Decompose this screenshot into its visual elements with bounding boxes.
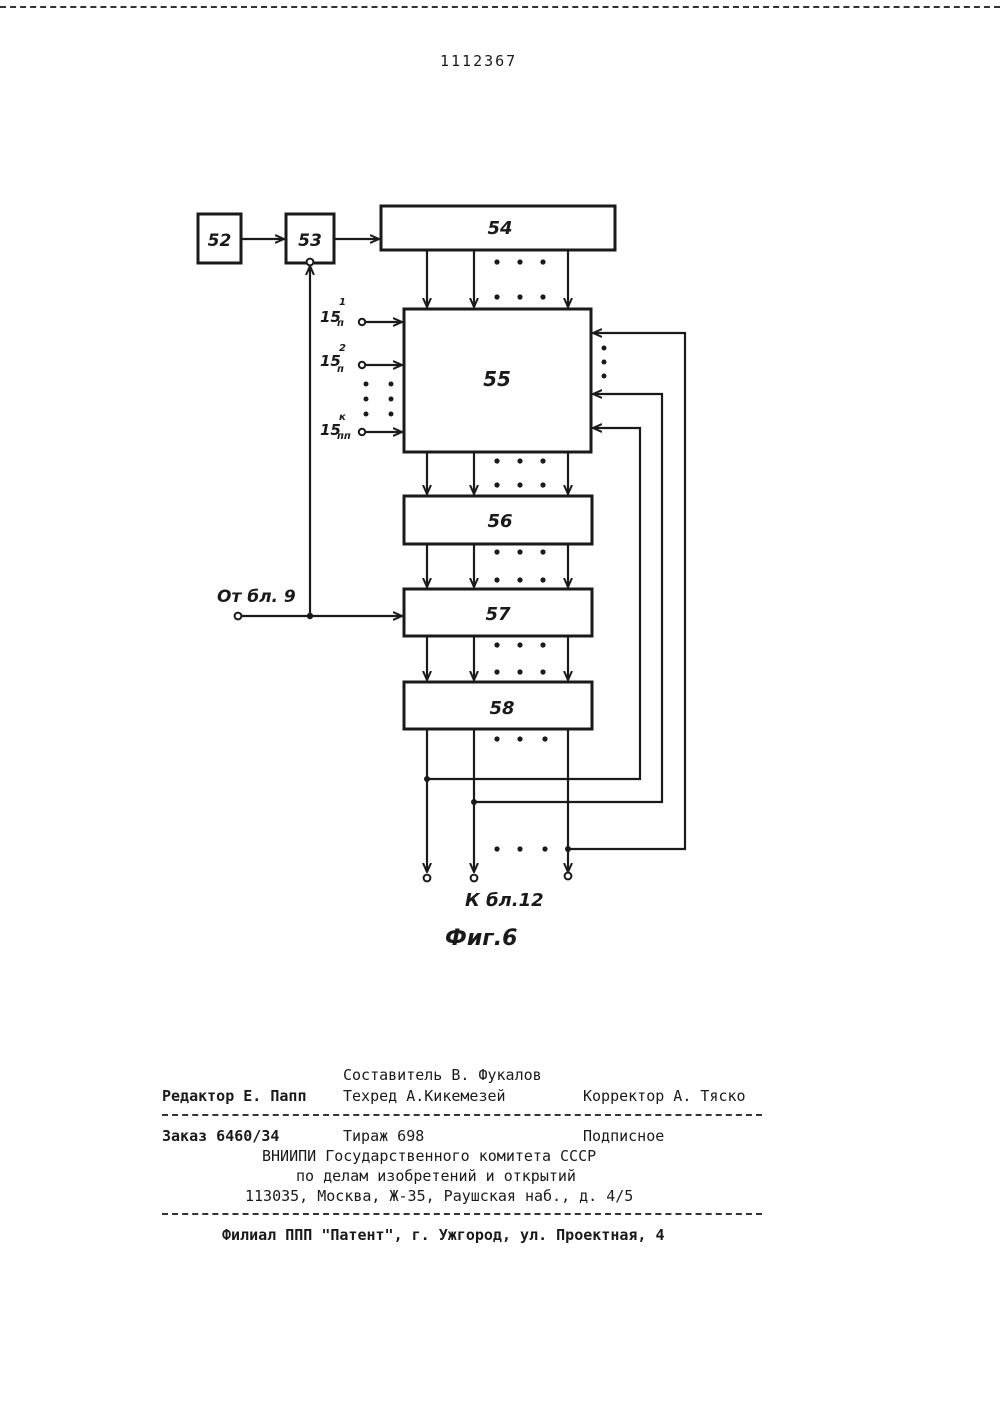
block-56: 56 [404, 496, 592, 544]
footer-rule-1 [162, 1114, 762, 1116]
input-15-2: 15 2 п [320, 343, 402, 375]
editor-line: Редактор Е. Папп [162, 1087, 307, 1105]
order-line: Заказ 6460/34 [162, 1127, 279, 1145]
to-block-12-label: К бл.12 [465, 890, 544, 911]
block-52-label: 52 [208, 231, 232, 251]
svg-text:п: п [337, 364, 344, 375]
block-58-label: 58 [489, 698, 514, 719]
circulation-line: Тираж 698 [343, 1127, 424, 1145]
block-55-label: 55 [483, 367, 511, 391]
imprint-footer: Составитель В. Фукалов Редактор Е. Папп … [0, 1060, 1000, 1260]
org-line-1: ВНИИПИ Государственного комитета СССР [262, 1147, 596, 1165]
block-56-label: 56 [487, 511, 512, 532]
org-line-2: по делам изобретений и открытий [296, 1167, 576, 1185]
address-line: 113035, Москва, Ж-35, Раушская наб., д. … [245, 1187, 633, 1205]
block-52: 52 [198, 214, 241, 263]
from-block-9: От бл. 9 [217, 259, 402, 620]
block-53: 53 [286, 214, 334, 263]
svg-text:пп: пп [337, 431, 351, 442]
bus-55-56 [427, 452, 568, 494]
techred-line: Техред А.Кикемезей [343, 1087, 506, 1105]
block-53-label: 53 [298, 231, 322, 251]
outputs-and-feedback [424, 333, 685, 881]
figure-caption: Фиг.6 [445, 926, 517, 951]
subscription-line: Подписное [583, 1127, 664, 1145]
svg-text:к: к [339, 412, 346, 423]
bus-54-55 [427, 250, 568, 307]
corrector-line: Корректор А. Тяско [583, 1087, 746, 1105]
block-54-label: 54 [487, 218, 512, 239]
input-15-k: 15 к пп [320, 412, 402, 442]
svg-text:1: 1 [339, 297, 346, 308]
bus-56-57 [427, 544, 568, 587]
svg-text:п: п [337, 318, 344, 329]
input-15-1: 15 1 п [320, 297, 402, 329]
input-dots [364, 382, 394, 417]
from-block-9-label: От бл. 9 [217, 587, 296, 607]
block-57-label: 57 [485, 604, 511, 625]
bus-57-58 [427, 636, 568, 680]
block-58: 58 [404, 682, 592, 729]
svg-text:2: 2 [339, 343, 346, 354]
compiler-line: Составитель В. Фукалов [343, 1066, 542, 1084]
block-57: 57 [404, 589, 592, 636]
footer-rule-2 [162, 1213, 762, 1215]
block-54: 54 [381, 206, 615, 250]
block-diagram: 52 53 54 55 56 57 58 15 1 п [0, 0, 1000, 1000]
branch-line: Филиал ППП "Патент", г. Ужгород, ул. Про… [222, 1226, 665, 1244]
block-55: 55 [404, 309, 591, 452]
